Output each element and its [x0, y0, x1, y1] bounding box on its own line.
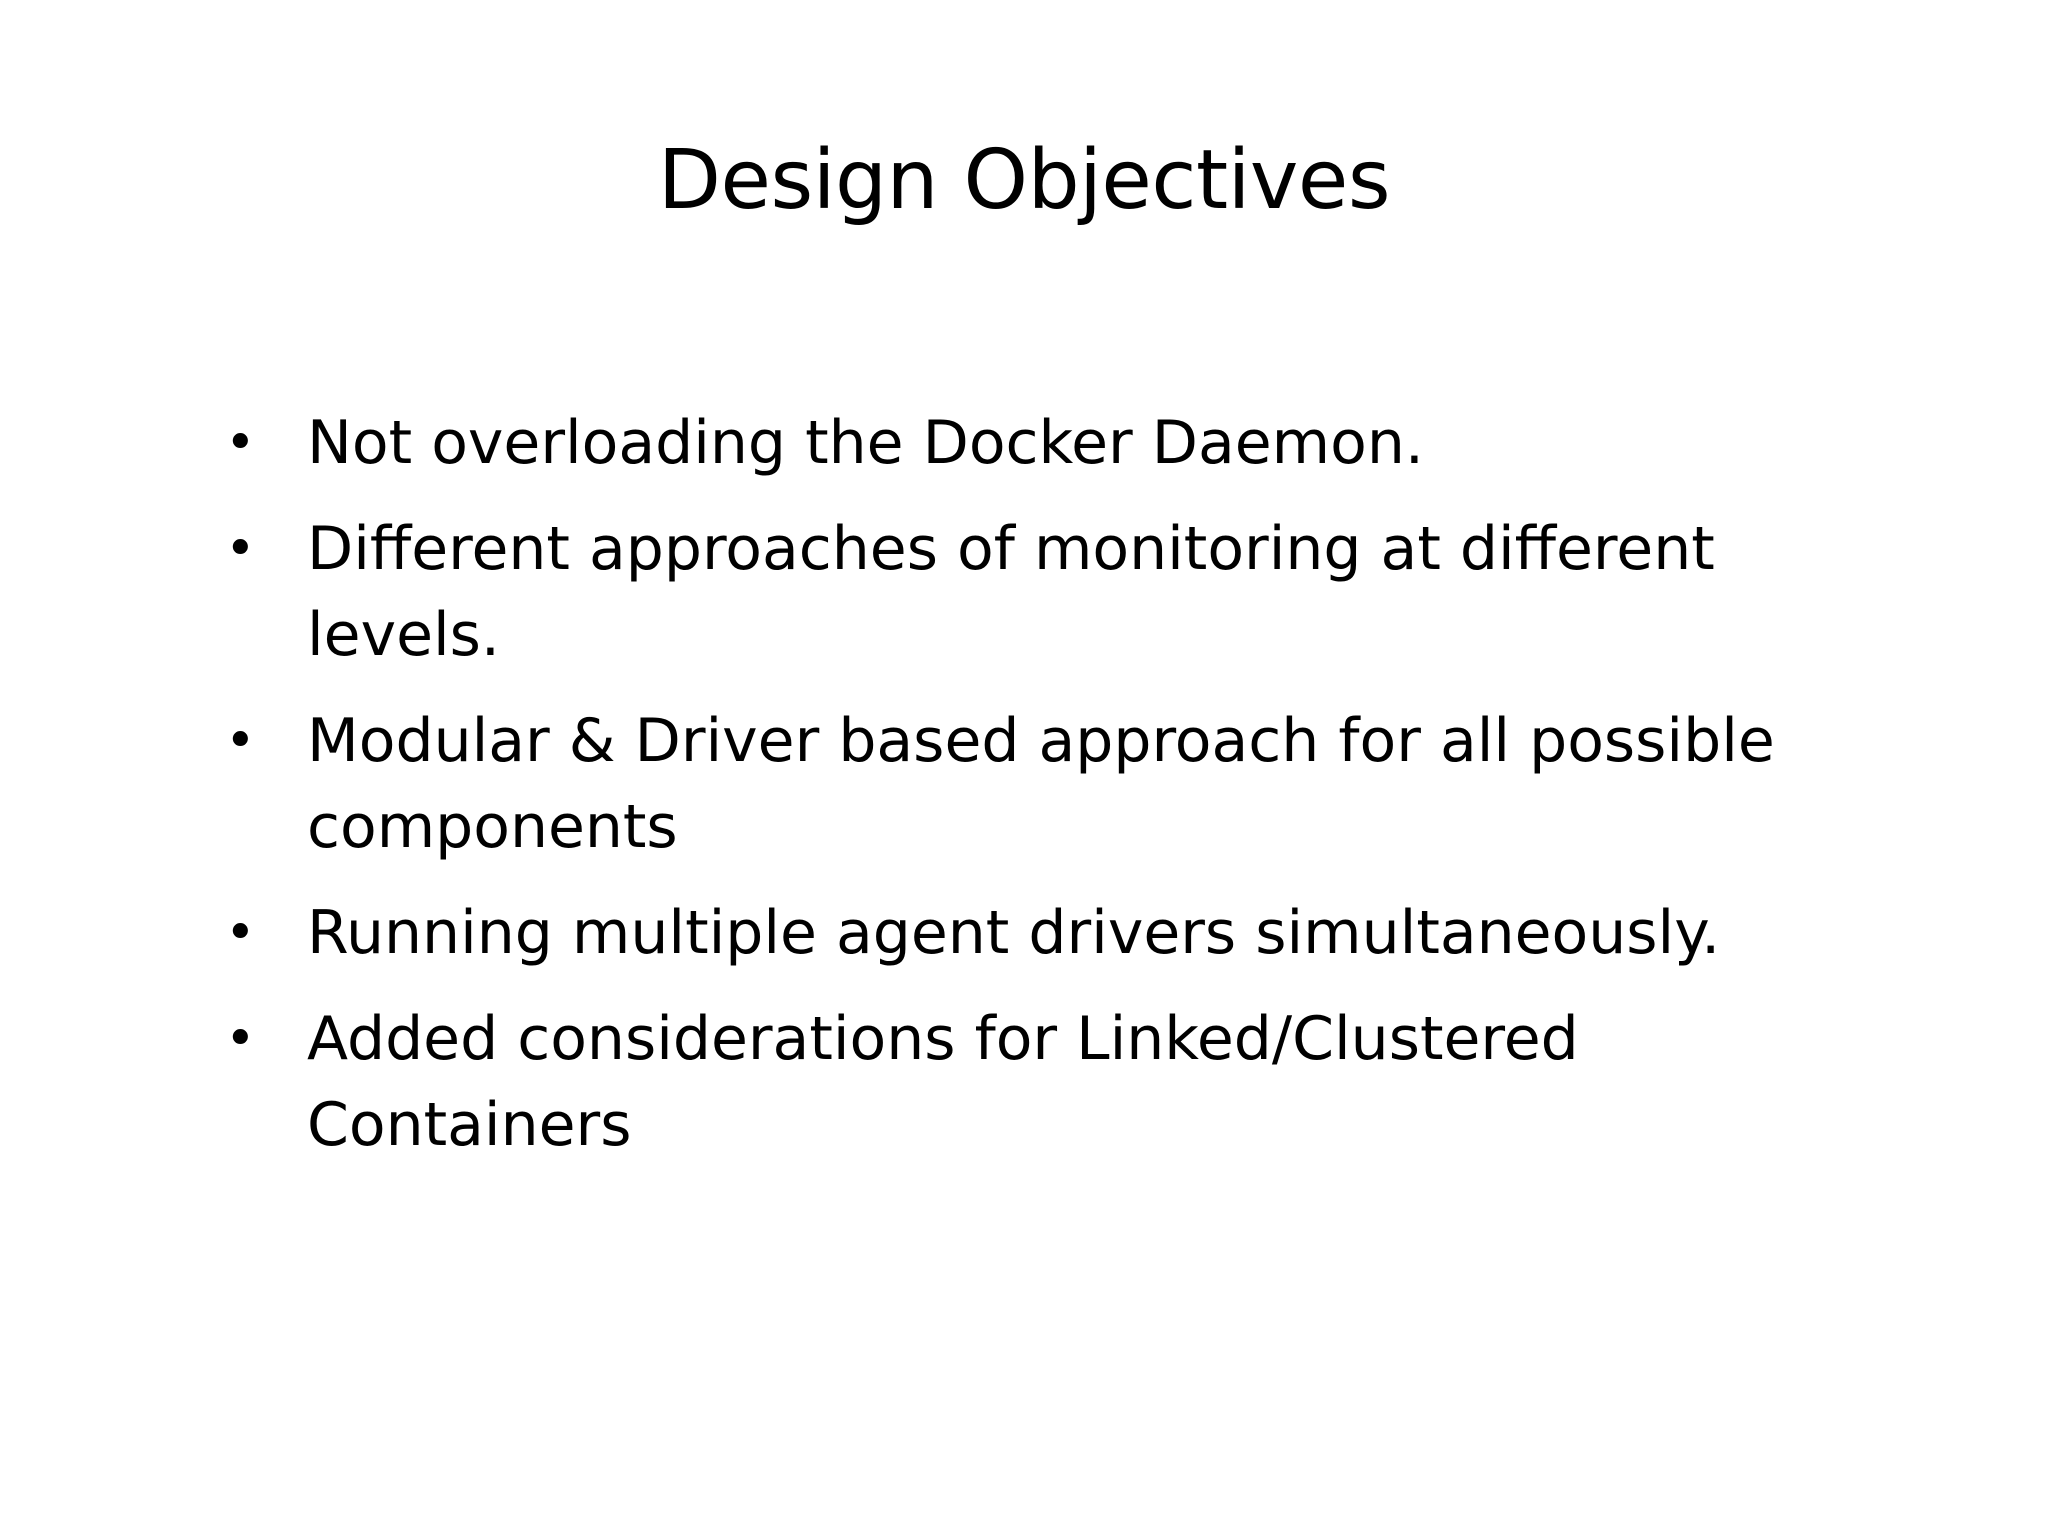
bullet-text: Modular & Driver based approach for all …: [307, 706, 1775, 862]
bullet-text: Different approaches of monitoring at di…: [307, 514, 1715, 670]
bullet-item: • Modular & Driver based approach for al…: [220, 698, 1860, 870]
bullet-icon: •: [225, 711, 256, 771]
bullet-icon: •: [225, 519, 256, 579]
bullet-text: Not overloading the Docker Daemon.: [307, 408, 1424, 478]
bullet-icon: •: [225, 413, 256, 473]
bullet-list: • Not overloading the Docker Daemon. • D…: [220, 400, 1860, 1188]
bullet-text: Running multiple agent drivers simultane…: [307, 898, 1721, 968]
bullet-item: • Not overloading the Docker Daemon.: [220, 400, 1860, 486]
bullet-text: Added considerations for Linked/Clustere…: [307, 1004, 1579, 1160]
slide-title: Design Objectives: [657, 133, 1391, 228]
bullet-icon: •: [225, 1009, 256, 1069]
bullet-item: • Running multiple agent drivers simulta…: [220, 890, 1860, 976]
bullet-item: • Different approaches of monitoring at …: [220, 506, 1860, 678]
bullet-icon: •: [225, 903, 256, 963]
bullet-item: • Added considerations for Linked/Cluste…: [220, 996, 1860, 1168]
